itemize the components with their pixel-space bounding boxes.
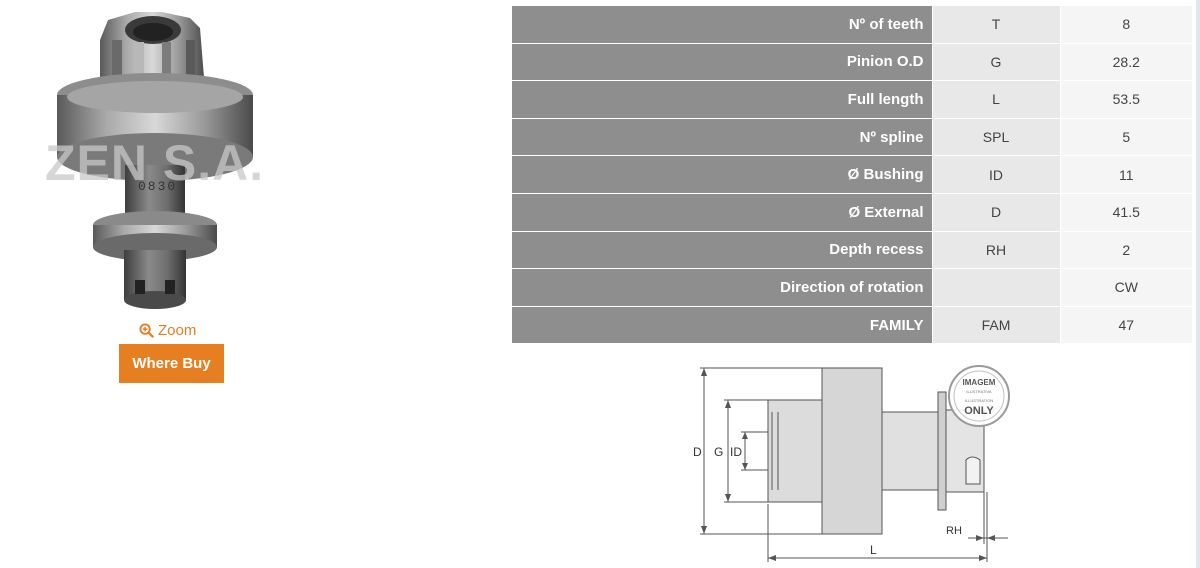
spec-value: 53.5 — [1060, 80, 1192, 119]
spec-value: 47 — [1060, 306, 1192, 345]
spec-label: Ø External — [512, 193, 933, 232]
table-row: FAMILY FAM 47 — [512, 306, 1192, 345]
technical-drawing: D G ID L RH IMAGEM ILUSTRATIVA ILLUSTRAT… — [693, 365, 1010, 562]
spec-value: 5 — [1060, 118, 1192, 157]
dim-label-l: L — [870, 543, 877, 557]
spec-code — [932, 268, 1061, 307]
brand-watermark: ZEN S.A. — [45, 135, 264, 191]
table-row: Nº spline SPL 5 — [512, 118, 1192, 157]
spec-code: G — [932, 43, 1061, 82]
where-buy-button[interactable]: Where Buy — [119, 344, 224, 383]
spec-value: 11 — [1060, 155, 1192, 194]
spec-label: Pinion O.D — [512, 43, 933, 82]
spec-label: Ø Bushing — [512, 155, 933, 194]
spec-label: Full length — [512, 80, 933, 119]
spec-code: L — [932, 80, 1061, 119]
spec-value: 2 — [1060, 231, 1192, 270]
spec-value: 28.2 — [1060, 43, 1192, 82]
table-row: Pinion O.D G 28.2 — [512, 43, 1192, 82]
spec-value: CW — [1060, 268, 1192, 307]
spec-code: D — [932, 193, 1061, 232]
stamp-sub-text-1: ILUSTRATIVA — [966, 389, 992, 394]
spec-value: 8 — [1060, 5, 1192, 44]
spec-label: Depth recess — [512, 231, 933, 270]
spec-code: T — [932, 5, 1061, 44]
magnifier-plus-icon — [139, 322, 154, 338]
spec-label: Direction of rotation — [512, 268, 933, 307]
dim-label-g: G — [714, 445, 723, 459]
stamp-bottom-text: ONLY — [964, 405, 994, 417]
spec-label: FAMILY — [512, 306, 933, 345]
spec-value: 41.5 — [1060, 193, 1192, 232]
spec-code: ID — [932, 155, 1061, 194]
zoom-link[interactable]: Zoom — [139, 320, 196, 340]
part-marking: 0830 — [138, 179, 177, 194]
stamp-sub-text-2: ILLUSTRATION — [965, 398, 993, 403]
spec-table: Nº of teeth T 8 Pinion O.D G 28.2 Full l… — [512, 5, 1192, 345]
table-row: Nº of teeth T 8 — [512, 5, 1192, 44]
dim-label-id: ID — [730, 445, 742, 459]
table-row: Ø External D 41.5 — [512, 193, 1192, 232]
dim-label-rh: RH — [946, 525, 962, 537]
table-row: Ø Bushing ID 11 — [512, 155, 1192, 194]
spec-code: SPL — [932, 118, 1061, 157]
spec-label: Nº spline — [512, 118, 933, 157]
table-row: Direction of rotation CW — [512, 268, 1192, 307]
spec-code: RH — [932, 231, 1061, 270]
illustration-stamp: IMAGEM ILUSTRATIVA ILLUSTRATION ONLY — [948, 365, 1010, 427]
spec-code: FAM — [932, 306, 1061, 345]
stamp-top-text: IMAGEM — [963, 378, 996, 387]
dim-label-d: D — [693, 445, 702, 459]
watermark-text: ZEN S.A. — [45, 135, 264, 191]
product-photo[interactable]: 0830 — [40, 0, 310, 315]
page-edge-strip — [1196, 0, 1200, 568]
table-row: Depth recess RH 2 — [512, 231, 1192, 270]
spec-label: Nº of teeth — [512, 5, 933, 44]
table-row: Full length L 53.5 — [512, 80, 1192, 119]
zoom-label: Zoom — [158, 321, 197, 339]
